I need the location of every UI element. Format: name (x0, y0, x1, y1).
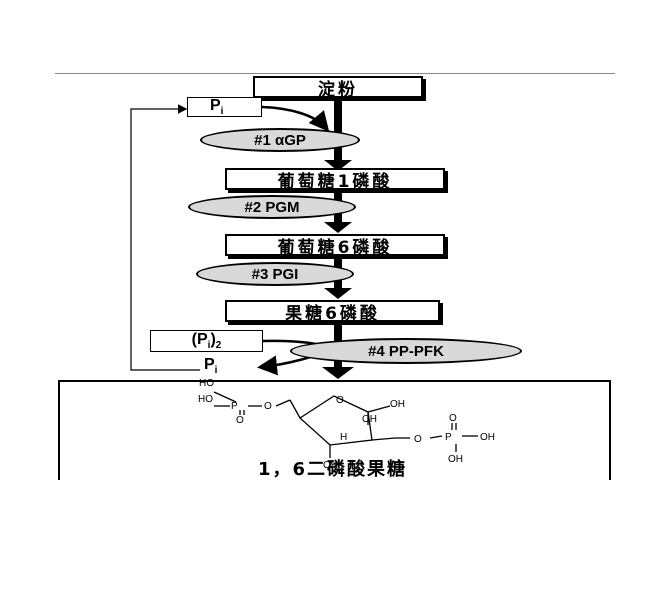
pi-recycle-loop (130, 104, 200, 371)
enzyme-pp-pfk: #4 PP-PFK (290, 338, 522, 364)
top-rule (55, 73, 615, 74)
g1p-label: 葡萄糖1磷酸 (277, 171, 393, 192)
mol-oh-bottom: OH (323, 460, 338, 471)
product-panel (58, 380, 611, 480)
ppi-input-box: (Pi)2 (150, 330, 263, 352)
enzyme-agp: #1 αGP (200, 128, 360, 152)
mol-ho-top: HO (199, 378, 214, 389)
structure-labels: HO HO P O O O OH OH H OH O P O OH OH (198, 378, 495, 471)
glucose-6-phosphate-box: 葡萄糖6磷酸 (225, 234, 445, 258)
g6p-label: 葡萄糖6磷酸 (277, 237, 393, 258)
mol-p-right: P (445, 432, 452, 443)
starch-label: 淀粉 (318, 79, 358, 100)
enzyme-pgi-label: #3 PGI (251, 265, 299, 283)
enzyme-pgm: #2 PGM (188, 195, 356, 219)
glucose-1-phosphate-box: 葡萄糖1磷酸 (225, 168, 445, 192)
mol-oh-right-bottom: OH (448, 454, 463, 465)
enzyme-agp-label: #1 αGP (254, 131, 306, 149)
mol-ho-left: HO (198, 394, 213, 405)
enzyme-pgm-label: #2 PGM (244, 198, 300, 216)
enzyme-pp-pfk-label: #4 PP-PFK (368, 342, 444, 360)
pi-output-label: Pi (204, 356, 218, 377)
mol-o-ring: O (336, 395, 344, 406)
starch-box: 淀粉 (253, 76, 423, 100)
mol-oh-right: OH (480, 432, 495, 443)
mol-h-ring: H (340, 432, 347, 443)
pi-input-arrow (261, 105, 330, 132)
mol-p-left: P (231, 401, 238, 412)
mol-oh-anomeric: OH (390, 399, 405, 410)
fructose-bisphosphate-structure (213, 391, 478, 458)
mol-oh-ring: OH (362, 414, 377, 425)
ppi-label: (Pi)2 (191, 330, 222, 352)
fructose-6-phosphate-box: 果糖6磷酸 (225, 300, 440, 324)
mol-o-right-bridge: O (414, 434, 422, 445)
f6p-label: 果糖6磷酸 (285, 303, 380, 324)
mol-o-right-double: O (449, 413, 457, 424)
mol-o-left-double: O (236, 415, 244, 426)
pi-input-box: Pi (187, 97, 262, 117)
mol-o-left-bridge: O (264, 401, 272, 412)
pi-input-label: Pi (210, 96, 224, 118)
product-label: 1，6二磷酸果糖 (257, 459, 408, 480)
enzyme-pgi: #3 PGI (196, 262, 354, 286)
